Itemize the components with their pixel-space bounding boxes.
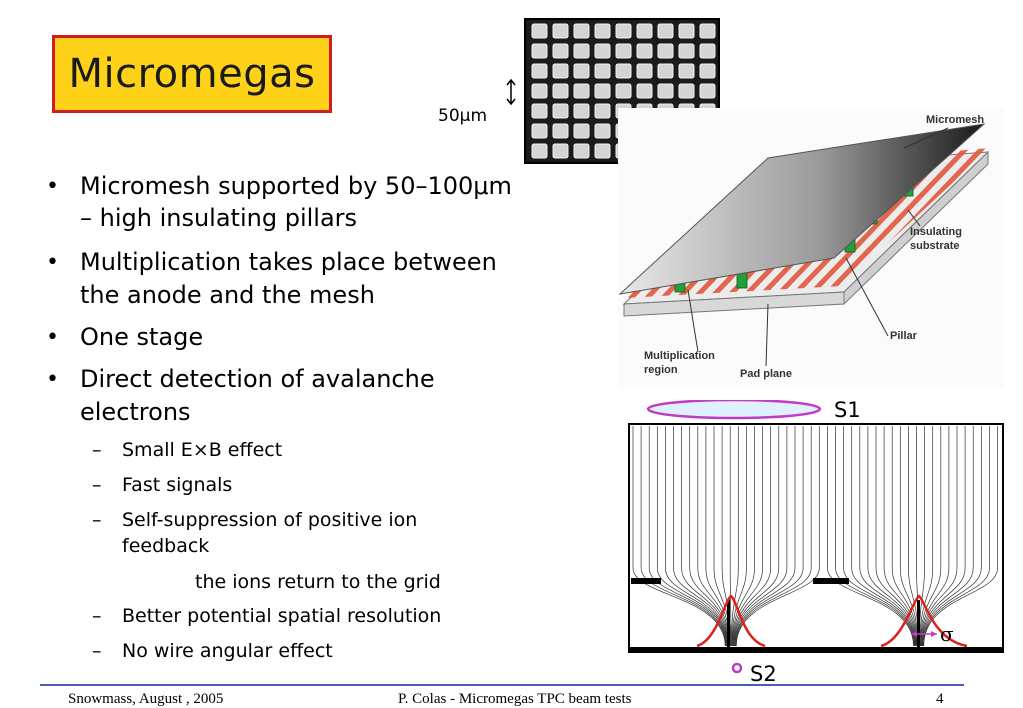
label-pad-plane: Pad plane (740, 368, 792, 380)
label-region: region (644, 364, 678, 376)
field-simulation (627, 398, 1005, 690)
dash-marker: – (92, 474, 102, 496)
bullet-3: • One stage (46, 323, 606, 353)
subitem-text: Small E×B effect (122, 439, 283, 461)
micromegas-diagram: Micromesh Insulating substrate Pillar Mu… (618, 108, 1004, 388)
subitem-text: Better potential spatial resolution (122, 605, 442, 627)
dash-marker: – (92, 439, 102, 461)
label-insulating: Insulating (910, 226, 962, 238)
footer-page-number: 4 (936, 691, 944, 707)
micromegas-structure-image (618, 123, 990, 367)
subitem-3-cont: feedback (92, 534, 532, 559)
dash-marker: – (92, 640, 102, 662)
bullet-text: the anode and the mesh (80, 281, 375, 309)
bullet-text: – high insulating pillars (80, 204, 358, 232)
bullet-marker: • (46, 250, 59, 275)
bullet-text: Direct detection of avalanche (80, 365, 435, 393)
bullet-4-cont: electrons (46, 398, 606, 428)
bullet-text: Micromesh supported by 50–100μm (80, 172, 512, 200)
bullet-2-cont: the anode and the mesh (46, 281, 606, 311)
page-title: Micromegas (68, 51, 316, 97)
scale-arrow-icon (506, 78, 516, 106)
footer-left: Snowmass, August , 2005 (68, 691, 224, 707)
bullet-4: • Direct detection of avalanche (46, 365, 606, 395)
bullet-2: • Multiplication takes place between (46, 248, 606, 278)
bullet-text: One stage (80, 323, 204, 351)
s2-marker (731, 662, 743, 674)
footer-divider (40, 684, 964, 686)
title-box: Micromegas (52, 35, 332, 113)
label-sigma: σ (940, 622, 954, 646)
label-micromesh: Micromesh (926, 114, 985, 126)
dash-marker: – (92, 509, 102, 531)
label-substrate: substrate (910, 240, 960, 252)
subitem-text: No wire angular effect (122, 640, 333, 662)
bullet-marker: • (46, 174, 59, 199)
bullet-text: Multiplication takes place between (80, 248, 497, 276)
bullet-1-cont: – high insulating pillars (46, 204, 606, 234)
subitem-1: – Small E×B effect (92, 438, 532, 463)
bullet-1: • Micromesh supported by 50–100μm (46, 172, 606, 202)
s1-ellipse (646, 398, 822, 420)
bullet-marker: • (46, 325, 59, 350)
label-s1: S1 (834, 398, 861, 422)
dash-marker: – (92, 605, 102, 627)
subitem-3-note: the ions return to the grid (195, 571, 441, 593)
label-pillar: Pillar (890, 330, 917, 342)
label-multiplication: Multiplication (644, 350, 715, 362)
subitem-3: – Self-suppression of positive ion (92, 508, 532, 533)
subitem-text: Self-suppression of positive ion (122, 509, 418, 531)
mesh-scale-label: 50μm (438, 106, 488, 126)
bullet-marker: • (46, 367, 59, 392)
subitem-text: Fast signals (122, 474, 233, 496)
label-s2: S2 (750, 662, 777, 686)
subitem-text: feedback (122, 535, 210, 557)
subitem-5: – No wire angular effect (92, 639, 532, 664)
footer-center: P. Colas - Micromegas TPC beam tests (398, 691, 632, 707)
field-lines-image (628, 398, 1004, 674)
subitem-2: – Fast signals (92, 473, 532, 498)
bullet-text: electrons (80, 398, 191, 426)
subitem-4: – Better potential spatial resolution (92, 604, 552, 629)
